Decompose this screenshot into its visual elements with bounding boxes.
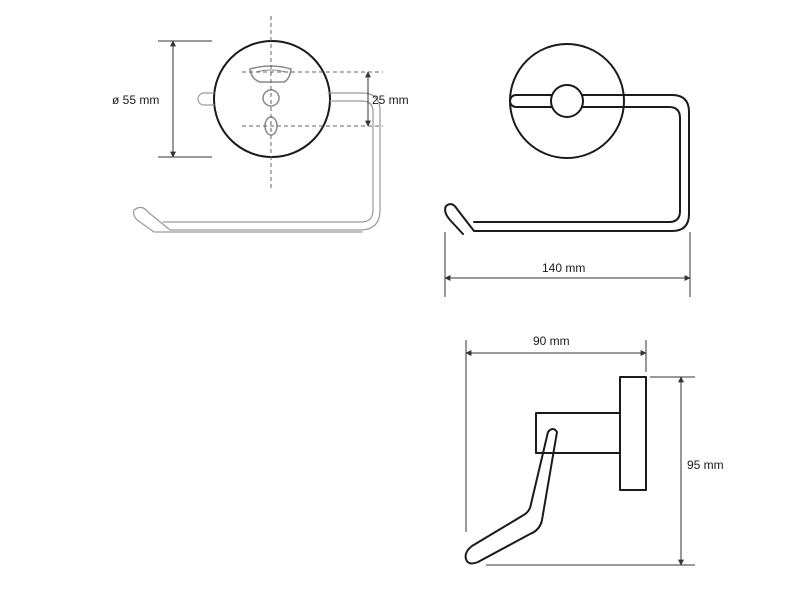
side-rosette-plate xyxy=(619,376,647,491)
diameter-label: ø 55 mm xyxy=(112,93,159,107)
side-hub xyxy=(535,412,621,454)
product-hub xyxy=(550,84,584,118)
height-label: 95 mm xyxy=(687,458,724,472)
front-view-mounting: ø 55 mm 25 mm xyxy=(112,16,409,233)
front-view-product: 140 mm xyxy=(444,43,691,297)
keyhole-slot xyxy=(249,65,292,83)
product-rosette xyxy=(509,43,625,159)
hole-spacing-label: 25 mm xyxy=(372,93,409,107)
product-arm-inner xyxy=(473,106,681,223)
depth-label: 90 mm xyxy=(533,334,570,348)
rosette-circle xyxy=(213,40,331,158)
hidden-arm xyxy=(133,92,381,233)
product-left-stub xyxy=(509,94,552,108)
side-view: 90 mm 95 mm xyxy=(464,334,724,566)
side-arm xyxy=(464,428,558,565)
left-pin-stub xyxy=(197,92,215,106)
keyhole-slot-inner xyxy=(255,69,287,73)
width-label: 140 mm xyxy=(542,261,585,275)
product-arm xyxy=(444,94,690,235)
